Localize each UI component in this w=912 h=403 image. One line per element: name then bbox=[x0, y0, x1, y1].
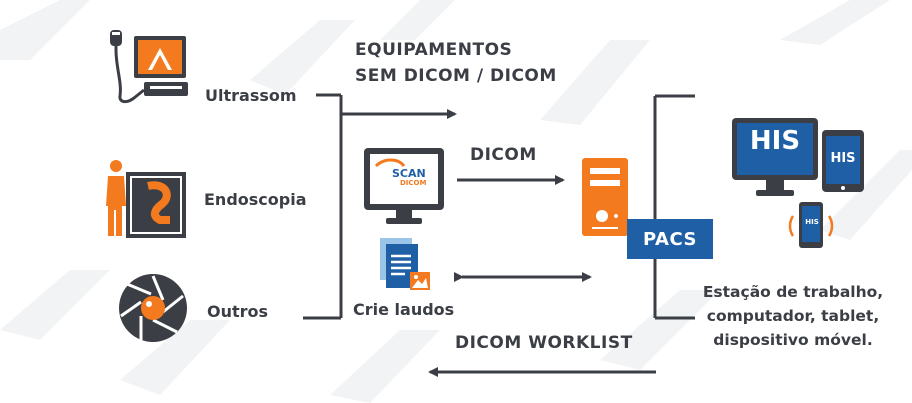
stations-caption: Estação de trabalho, computador, tablet,… bbox=[688, 280, 898, 352]
equipment-caption: EQUIPAMENTOS SEM DICOM / DICOM bbox=[355, 37, 557, 89]
scan-logo-subtitle: DICOM bbox=[400, 179, 427, 187]
scan-dicom-monitor-icon bbox=[364, 148, 444, 224]
pacs-server-icon bbox=[582, 158, 628, 236]
his-monitor-text: HIS bbox=[749, 126, 801, 156]
ultrasound-machine-icon bbox=[110, 30, 188, 104]
stations-line2: computador, tablet, bbox=[706, 307, 880, 325]
endoscopy-icon bbox=[106, 160, 186, 238]
worklist-caption: DICOM WORKLIST bbox=[455, 333, 633, 353]
pacs-label: PACS bbox=[627, 219, 713, 259]
sources-connector bbox=[303, 93, 457, 320]
equipment-caption-line2: SEM DICOM / DICOM bbox=[355, 66, 557, 86]
camera-aperture-icon bbox=[119, 274, 187, 342]
endoscopy-label: Endoscopia bbox=[204, 190, 307, 209]
stations-line1: Estação de trabalho, bbox=[702, 283, 884, 301]
scan-logo: SCAN DICOM bbox=[392, 168, 426, 187]
stations-line3: dispositivo móvel. bbox=[713, 331, 873, 349]
equipment-caption-line1: EQUIPAMENTOS bbox=[355, 40, 513, 60]
scan-logo-title: SCAN bbox=[392, 167, 426, 180]
his-mobile-text: HIS bbox=[805, 218, 819, 226]
his-monitor-icon bbox=[732, 118, 818, 196]
his-tablet-icon bbox=[822, 130, 864, 192]
dicom-caption: DICOM bbox=[470, 145, 537, 165]
reports-label: Crie laudos bbox=[353, 300, 455, 319]
others-label: Outros bbox=[207, 302, 269, 321]
his-mobile-icon bbox=[788, 202, 834, 248]
his-tablet-text: HIS bbox=[830, 151, 856, 166]
reports-documents-icon bbox=[380, 238, 430, 290]
ultrasound-label: Ultrassom bbox=[205, 86, 297, 105]
pacs-connector bbox=[653, 94, 695, 320]
